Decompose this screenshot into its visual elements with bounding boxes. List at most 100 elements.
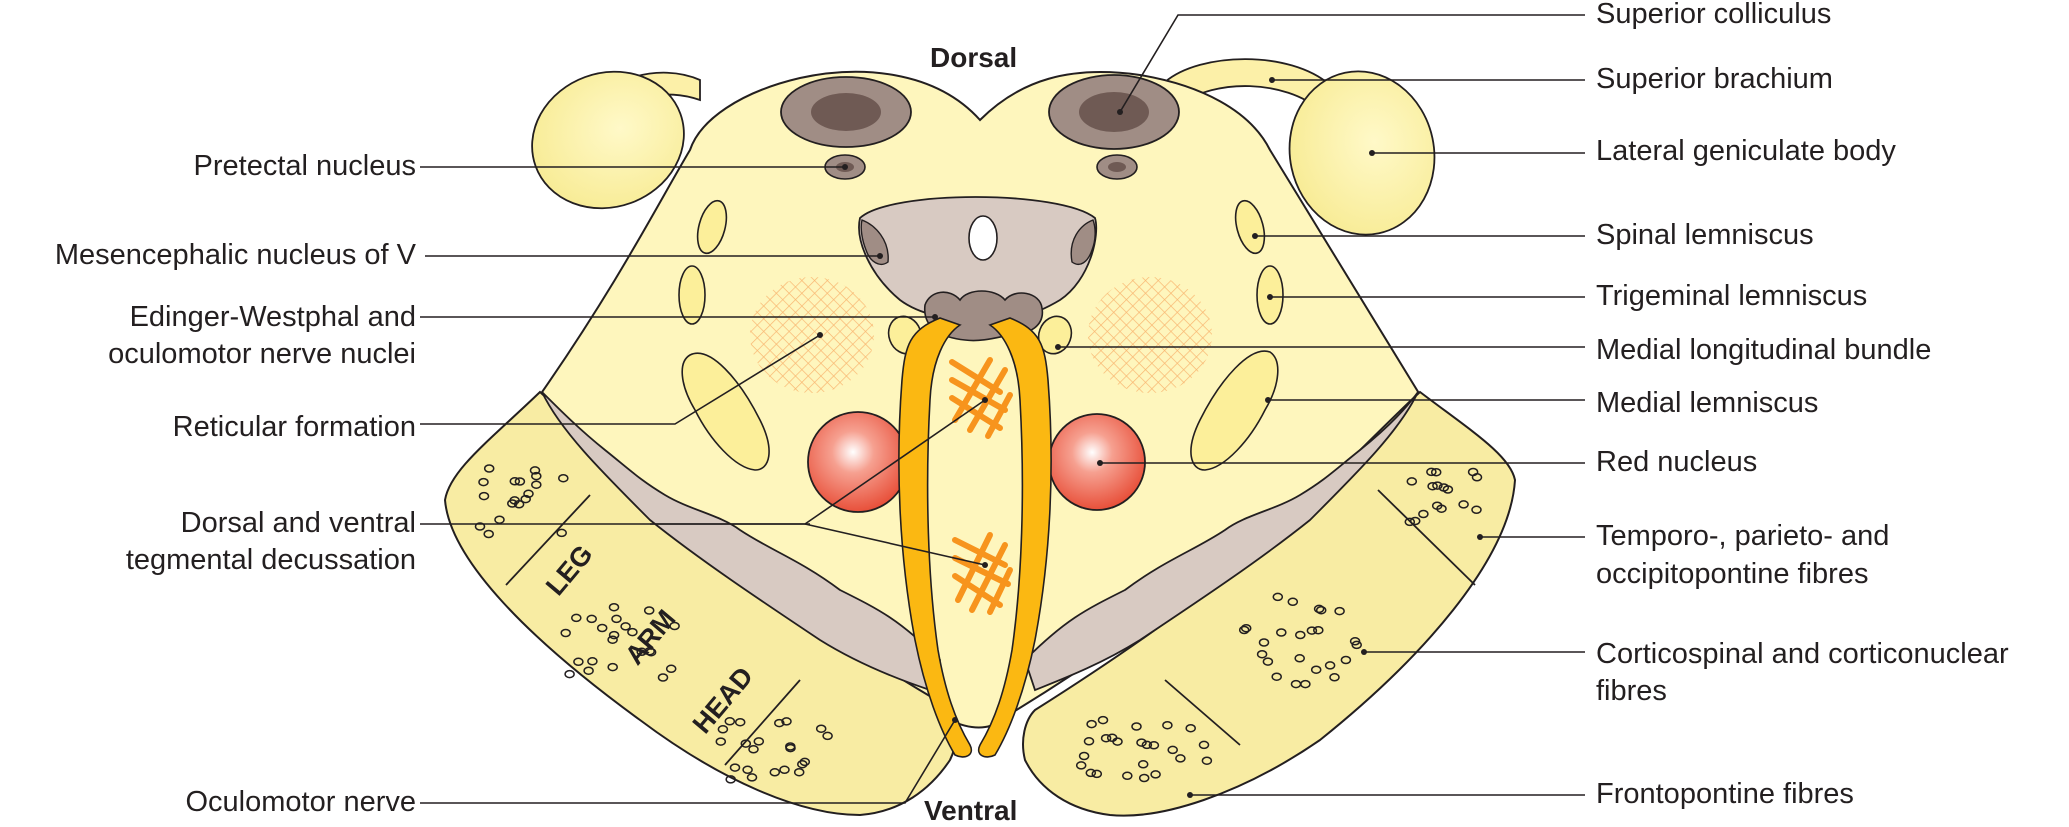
fibre-dot <box>715 737 727 746</box>
fibre-dot <box>746 773 758 782</box>
fibre-dot <box>1426 467 1437 477</box>
fibre-dot <box>1409 516 1421 526</box>
fibre-dot <box>560 628 571 638</box>
label-corticospinal-line1: Corticospinal and corticonuclear <box>1596 638 2009 670</box>
fibre-dot <box>1175 754 1186 763</box>
fibre-dot <box>1122 771 1133 781</box>
fibre-dot <box>1131 722 1142 731</box>
fibre-dot <box>483 529 494 539</box>
fibre-dot <box>607 662 618 672</box>
fibre-dot <box>1141 740 1153 750</box>
fibre-dot <box>785 743 796 753</box>
fibre-dot <box>620 622 631 631</box>
label-temporo-parieto-line2: occipitopontine fibres <box>1596 558 1869 590</box>
fibre-dot <box>1136 738 1147 747</box>
mesencephalic-nucleus-left <box>860 219 889 266</box>
fibre-dot <box>1150 770 1161 779</box>
fibre-dot <box>1085 768 1097 778</box>
fibre-dot <box>1310 665 1322 674</box>
lateral-geniculate-body-right <box>1288 70 1436 236</box>
fibre-dot <box>474 522 486 531</box>
fibre-dot <box>781 717 792 726</box>
fibre-dot <box>1078 751 1090 761</box>
fibre-dot <box>1467 467 1479 477</box>
label-trigeminal-lemniscus: Trigeminal lemniscus <box>1596 280 1868 312</box>
label-medial-longitudinal-bundle: Medial longitudinal bundle <box>1596 334 1932 366</box>
fibre-dot <box>1138 773 1150 783</box>
fibre-dot <box>1340 655 1352 665</box>
fibre-dot <box>1427 481 1438 491</box>
ventral-tegmental-decussation <box>952 532 1013 615</box>
fibre-dot <box>478 477 489 487</box>
fibre-dot <box>1240 623 1252 633</box>
fibre-dot <box>531 480 542 489</box>
fibre-dot <box>1404 517 1416 527</box>
fibre-dot <box>1262 657 1274 666</box>
fibre-dot <box>558 473 569 483</box>
fibre-dot <box>822 731 833 741</box>
fibre-dot <box>573 657 584 667</box>
fibre-dot <box>571 613 582 623</box>
medial-longitudinal-bundle-right <box>1037 315 1073 355</box>
label-tegmental-decussation-line2: tegmental decussation <box>125 544 416 576</box>
fibre-dot <box>1418 509 1429 519</box>
fibre-dot <box>1313 625 1324 635</box>
fibre-dot <box>1198 740 1210 750</box>
fibre-dot <box>1258 638 1270 647</box>
fibre-dot <box>1162 720 1173 730</box>
fibre-dot <box>742 765 753 775</box>
fibre-dot <box>478 491 490 501</box>
fibre-dot <box>1137 760 1149 769</box>
fibre-dot <box>1430 467 1442 477</box>
fibre-dot <box>774 718 785 728</box>
superior-colliculus-right-core <box>1079 92 1149 132</box>
fibre-dot <box>797 759 808 769</box>
spinal-lemniscus-left <box>696 199 728 255</box>
fibre-dot <box>1075 761 1087 770</box>
dorsal-tegmental-decussation <box>949 357 1013 439</box>
fibre-dot <box>1351 640 1362 650</box>
fibre-dot <box>717 725 729 734</box>
fibre-dot <box>1294 654 1305 663</box>
fibre-dot <box>665 664 677 674</box>
label-corticospinal-line2: fibres <box>1596 675 1667 707</box>
fibre-dot <box>1458 500 1469 509</box>
reticular-formation-left <box>750 277 874 393</box>
substantia-nigra-right <box>1023 391 1419 692</box>
pretectal-nucleus-right-core <box>1108 162 1126 172</box>
leader-lines <box>420 14 1585 804</box>
fibre-dot <box>529 466 541 475</box>
fibre-dot <box>1271 672 1282 681</box>
fibre-dot <box>1313 604 1325 614</box>
label-superior-brachium: Superior brachium <box>1596 63 1833 95</box>
fibre-dot <box>644 646 655 656</box>
fibre-dot <box>1167 745 1178 755</box>
fibre-dot <box>1471 505 1482 515</box>
label-edinger-westphal-line2: oculomotor nerve nuclei <box>108 338 416 370</box>
fibre-dot <box>799 757 811 767</box>
fibre-dot <box>1406 477 1418 486</box>
fibre-dot <box>608 602 620 612</box>
fibre-dot <box>1295 630 1306 640</box>
fibre-dot <box>793 767 805 777</box>
fibre-dot <box>753 737 765 746</box>
label-pretectal-nucleus: Pretectal nucleus <box>193 150 416 182</box>
fibre-dot <box>1324 661 1336 670</box>
fibre-dot <box>657 673 669 682</box>
fibre-dot <box>1315 605 1327 615</box>
fibre-dot <box>509 477 521 486</box>
medial-lemniscus-left <box>681 352 770 471</box>
periaqueductal-grey <box>858 196 1098 323</box>
fibre-dot <box>611 614 622 624</box>
red-nucleus-right <box>1048 413 1146 511</box>
fibre-dot <box>1097 715 1109 725</box>
substantia-nigra-left <box>541 391 942 692</box>
fibre-dot <box>1100 733 1112 743</box>
label-superior-colliculus: Superior colliculus <box>1596 0 1832 30</box>
crus-divisions <box>505 489 1476 766</box>
fibre-dot <box>779 765 790 775</box>
fibre-dot <box>596 623 608 633</box>
fibre-dot <box>1306 626 1318 635</box>
trigeminal-lemniscus-left <box>678 265 706 325</box>
